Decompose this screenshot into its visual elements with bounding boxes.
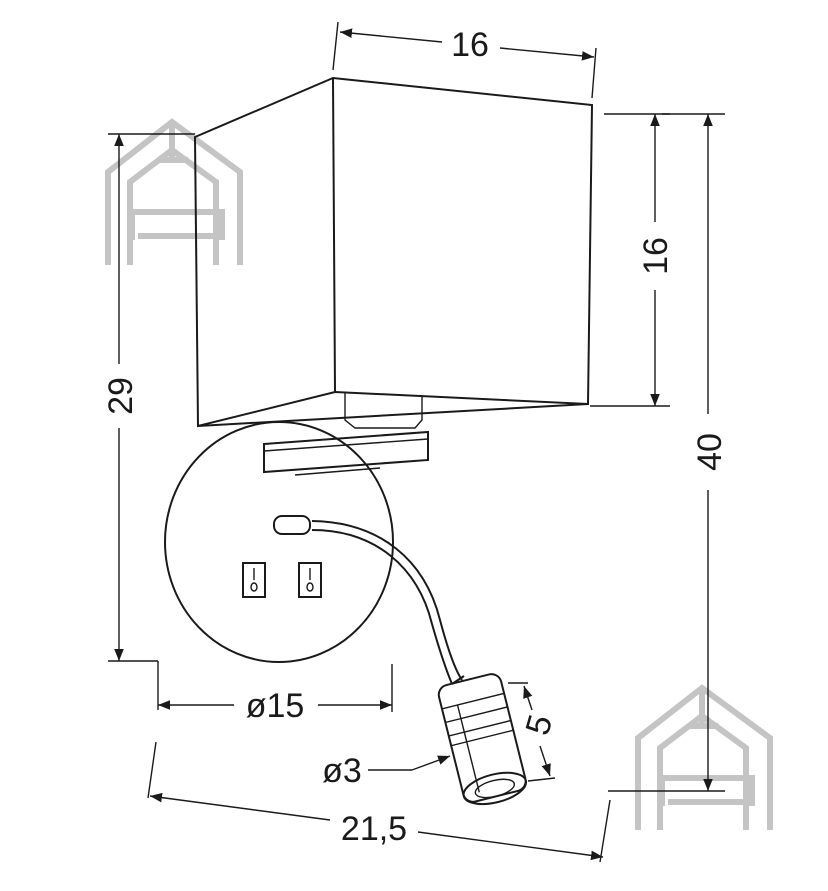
dim-mount-height: 29 <box>102 133 195 710</box>
bracket-arm <box>263 430 429 476</box>
watermark-logo-bottom-right <box>635 684 773 830</box>
watermark-logo-top-left <box>105 118 243 265</box>
wall-plate <box>164 421 394 663</box>
dim-label-led-length: 5 <box>519 711 561 740</box>
dim-shade-height: 16 <box>590 113 675 407</box>
switch-left <box>242 562 266 598</box>
led-reading-head <box>437 673 528 806</box>
dim-led-length: 5 <box>508 682 561 782</box>
dim-label-shade-width: 16 <box>451 26 489 64</box>
dim-plate-diameter: ø15 <box>158 664 393 725</box>
dim-total-depth: 21,5 <box>147 741 611 863</box>
dim-label-total-depth: 21,5 <box>341 810 407 848</box>
lamp-shade <box>193 76 594 429</box>
dim-shade-width: 16 <box>332 21 597 99</box>
dim-total-height: 40 <box>608 113 729 792</box>
dim-label-total-height: 40 <box>691 433 729 471</box>
dim-label-shade-height: 16 <box>637 237 675 275</box>
dim-led-diameter: ø3 <box>322 752 451 790</box>
switch-right <box>298 562 322 598</box>
dim-label-led-diameter: ø3 <box>322 752 362 790</box>
dim-label-mount-height: 29 <box>102 377 140 415</box>
dim-label-plate-diameter: ø15 <box>246 687 305 725</box>
